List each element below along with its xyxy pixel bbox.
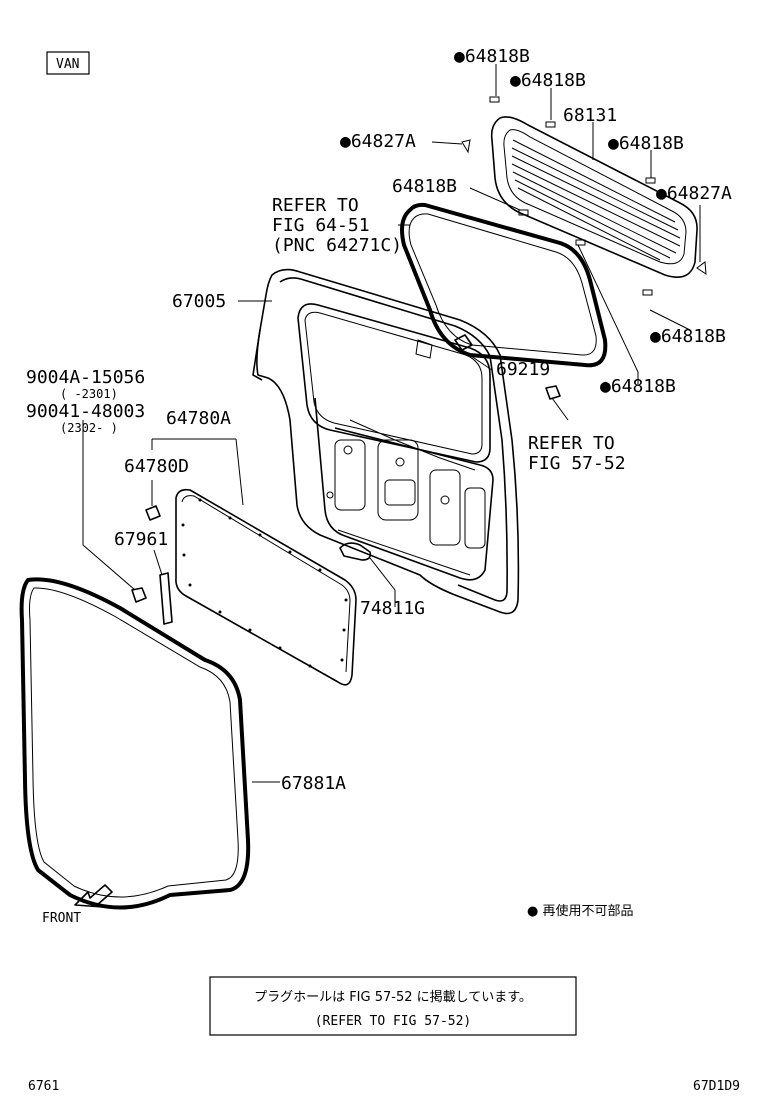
variant-tag: VAN	[46, 51, 90, 75]
label-9004A-15056[interactable]: 9004A-15056	[26, 367, 145, 388]
label-68131[interactable]: 68131	[563, 105, 617, 126]
refer-57-52-line2[interactable]: FIG 57-52	[528, 453, 626, 474]
clip-64818B-set	[489, 96, 656, 296]
refer-57-52-line1[interactable]: REFER TO	[528, 433, 615, 454]
label-67005[interactable]: 67005	[172, 291, 226, 312]
label-64818B-5[interactable]: ●64818B	[600, 376, 676, 397]
part-69219-cover	[454, 334, 473, 351]
part-74811G-pull-handle	[339, 542, 372, 561]
label-64780D[interactable]: 64780D	[124, 456, 189, 477]
legend-non-reusable: ● 再使用不可部品	[527, 903, 633, 919]
label-64827A-right[interactable]: ●64827A	[656, 183, 732, 204]
part-64271C-window-seal	[400, 202, 608, 368]
label-69219[interactable]: 69219	[496, 359, 550, 380]
label-64827A-left[interactable]: ●64827A	[340, 131, 416, 152]
part-9004A-screw	[131, 587, 147, 603]
label-9004A-range: ( -2301)	[60, 387, 118, 401]
part-68131-back-glass[interactable]	[490, 116, 698, 278]
label-64818B-plain[interactable]: 64818B	[392, 176, 457, 197]
refer-64-51-line2[interactable]: FIG 64-51	[272, 215, 370, 236]
stopper-64827A-set	[461, 139, 707, 275]
plug-hole-cover	[545, 385, 561, 400]
note-line-1: プラグホールは FIG 57-52 に掲載しています。	[254, 989, 532, 1005]
label-90041-range: (2302- )	[60, 421, 118, 435]
variant-tag-label: VAN	[56, 57, 79, 72]
front-label: FRONT	[42, 911, 81, 926]
footer-figure-number: 6761	[28, 1079, 59, 1094]
label-67961[interactable]: 67961	[114, 529, 168, 550]
note-line-2: (REFER TO FIG 57-52)	[315, 1014, 472, 1029]
front-arrow-icon	[74, 884, 113, 908]
label-64818B-3[interactable]: ●64818B	[608, 133, 684, 154]
part-labels: ●64818B ●64818B 68131 ●64827A ●64818B ●6…	[26, 46, 732, 926]
label-64818B-4[interactable]: ●64818B	[650, 326, 726, 347]
label-64818B-1[interactable]: ●64818B	[454, 46, 530, 67]
footer-illustration-code: 67D1D9	[693, 1079, 740, 1094]
label-64818B-2[interactable]: ●64818B	[510, 70, 586, 91]
label-64780A[interactable]: 64780A	[166, 408, 231, 429]
part-67881A-door-weatherstrip[interactable]	[19, 577, 251, 910]
part-67005-back-door-panel[interactable]	[252, 268, 520, 615]
label-67881A[interactable]: 67881A	[281, 773, 346, 794]
refer-64-51-line3[interactable]: (PNC 64271C)	[272, 235, 402, 256]
part-64780A-trim-board[interactable]	[175, 488, 357, 686]
label-74811G[interactable]: 74811G	[360, 598, 425, 619]
note-box: プラグホールは FIG 57-52 に掲載しています。 (REFER TO FI…	[209, 976, 577, 1036]
part-67961-strap	[159, 572, 173, 625]
label-90041-48003[interactable]: 90041-48003	[26, 401, 145, 422]
refer-64-51-line1[interactable]: REFER TO	[272, 195, 359, 216]
part-64780D-clip	[145, 505, 161, 521]
leader-lines	[82, 64, 701, 783]
